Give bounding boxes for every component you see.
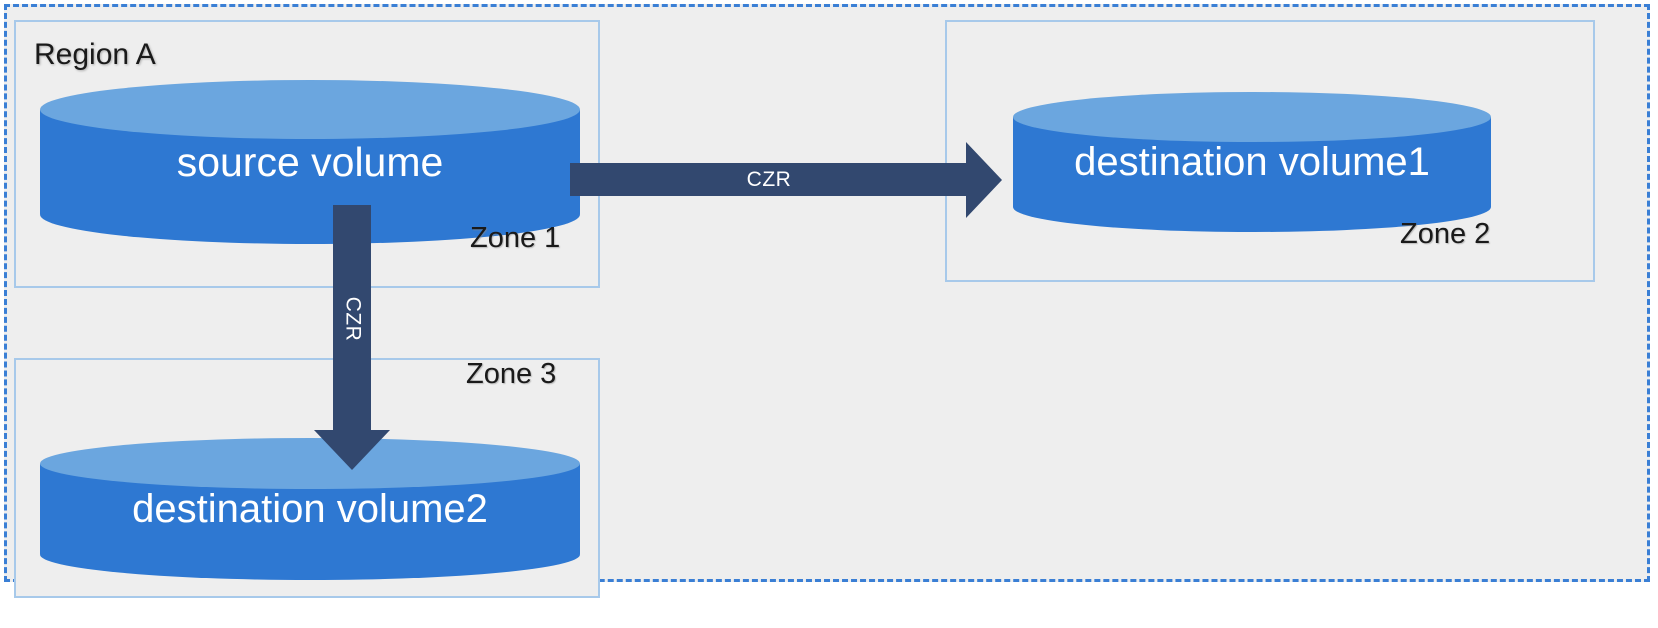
source-volume-label: source volume: [176, 138, 444, 185]
source-volume-cylinder[interactable]: source volume: [40, 80, 580, 244]
zone-2-label: Zone 2: [1400, 218, 1491, 250]
cylinder-top-ellipse: [40, 438, 580, 490]
zone-1-label: Zone 1: [470, 222, 561, 254]
arrow-shaft: [333, 205, 371, 432]
destination-volume2-label: destination volume2: [132, 486, 488, 531]
czr-arrow-vertical: CZR: [314, 205, 390, 470]
czr-label-vertical: CZR: [333, 205, 371, 432]
cylinder-top-ellipse: [1013, 92, 1491, 143]
cylinder-top-ellipse: [40, 80, 580, 140]
region-a-label: Region A: [34, 38, 156, 71]
arrow-shaft: [570, 163, 968, 196]
czr-label-horizontal: CZR: [746, 167, 792, 191]
zone-3-label: Zone 3: [466, 358, 557, 390]
czr-arrow-horizontal: CZR: [570, 142, 1002, 218]
destination-volume1-cylinder[interactable]: destination volume1: [1013, 92, 1491, 232]
arrow-head-right-icon: [966, 142, 1002, 218]
destination-volume1-label: destination volume1: [1074, 139, 1430, 184]
destination-volume2-cylinder[interactable]: destination volume2: [40, 438, 580, 580]
arrow-head-down-icon: [314, 430, 390, 470]
czr-label-vertical-text: CZR: [341, 296, 365, 341]
